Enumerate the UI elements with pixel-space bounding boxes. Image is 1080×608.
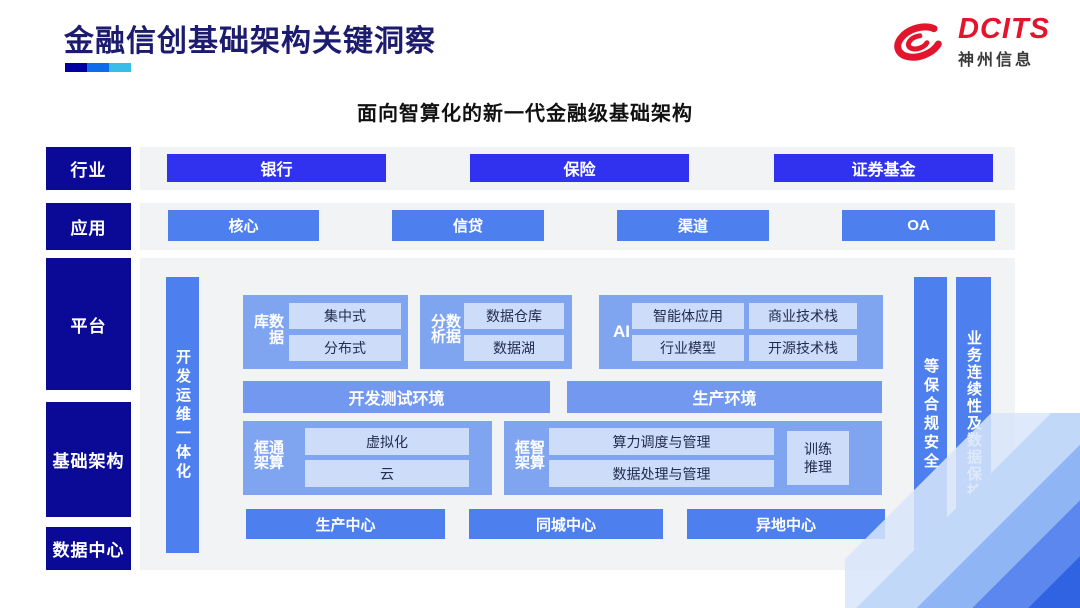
opensource-stack-chip: 开源技术栈 — [749, 335, 857, 361]
agent-app-chip: 智能体应用 — [632, 303, 744, 329]
underline-segment-mid — [87, 63, 109, 72]
app-item-oa: OA — [842, 210, 995, 241]
row-label-infrastructure: 基础架构 — [46, 402, 131, 517]
samecity-center-item: 同城中心 — [469, 509, 663, 539]
database-group: 数据库 集中式 分布式 — [243, 295, 408, 369]
ai-group-label: AI — [613, 322, 630, 341]
company-logo: DCITS 神州信息 — [888, 14, 1050, 70]
ai-compute-label: 智算框架 — [513, 439, 545, 470]
app-item-credit: 信贷 — [392, 210, 544, 241]
underline-segment-dark — [65, 63, 87, 72]
title-underline — [65, 63, 131, 72]
production-env-bar: 生产环境 — [567, 381, 882, 413]
inference-line: 推理 — [804, 459, 832, 475]
dcits-swirl-icon — [894, 23, 944, 61]
underline-segment-light — [109, 63, 131, 72]
logo-brand: DCITS — [958, 13, 1050, 45]
industry-item-bank: 银行 — [167, 154, 386, 182]
app-item-channel: 渠道 — [617, 210, 769, 241]
logo-company: 神州信息 — [958, 52, 1035, 70]
training-inference-chip: 训练 推理 — [787, 431, 849, 485]
cloud-chip: 云 — [305, 460, 469, 487]
compute-scheduling-chip: 算力调度与管理 — [549, 428, 774, 455]
devops-vertical-bar: 开发运维一体化 — [166, 277, 199, 553]
analytics-group-label: 数据分析 — [429, 313, 461, 344]
industry-item-securities: 证券基金 — [774, 154, 993, 182]
commercial-stack-chip: 商业技术栈 — [749, 303, 857, 329]
data-lake-chip: 数据湖 — [464, 335, 564, 361]
row-label-datacenter: 数据中心 — [46, 527, 131, 570]
industry-model-chip: 行业模型 — [632, 335, 744, 361]
ai-group: AI 智能体应用 商业技术栈 行业模型 开源技术栈 — [599, 295, 883, 369]
app-item-core: 核心 — [168, 210, 319, 241]
general-compute-group: 通算框架 虚拟化 云 — [243, 421, 492, 495]
ai-compute-group: 智算框架 算力调度与管理 数据处理与管理 训练 推理 — [504, 421, 882, 495]
analytics-group: 数据分析 数据仓库 数据湖 — [420, 295, 572, 369]
data-processing-chip: 数据处理与管理 — [549, 460, 774, 487]
industry-item-insurance: 保险 — [470, 154, 689, 182]
diagram-title: 面向智算化的新一代金融级基础架构 — [357, 103, 693, 125]
distributed-chip: 分布式 — [289, 335, 401, 361]
row-label-application: 应用 — [46, 203, 131, 250]
database-group-label: 数据库 — [252, 313, 284, 346]
production-center-item: 生产中心 — [246, 509, 445, 539]
centralized-chip: 集中式 — [289, 303, 401, 329]
page-title: 金融信创基础架构关键洞察 — [64, 25, 436, 58]
row-label-industry: 行业 — [46, 147, 131, 190]
general-compute-label: 通算框架 — [252, 439, 284, 470]
row-label-platform: 平台 — [46, 258, 131, 390]
corner-decoration — [845, 413, 1080, 608]
training-line: 训练 — [804, 440, 832, 457]
devtest-env-bar: 开发测试环境 — [243, 381, 550, 413]
virtualization-chip: 虚拟化 — [305, 428, 469, 455]
data-warehouse-chip: 数据仓库 — [464, 303, 564, 329]
